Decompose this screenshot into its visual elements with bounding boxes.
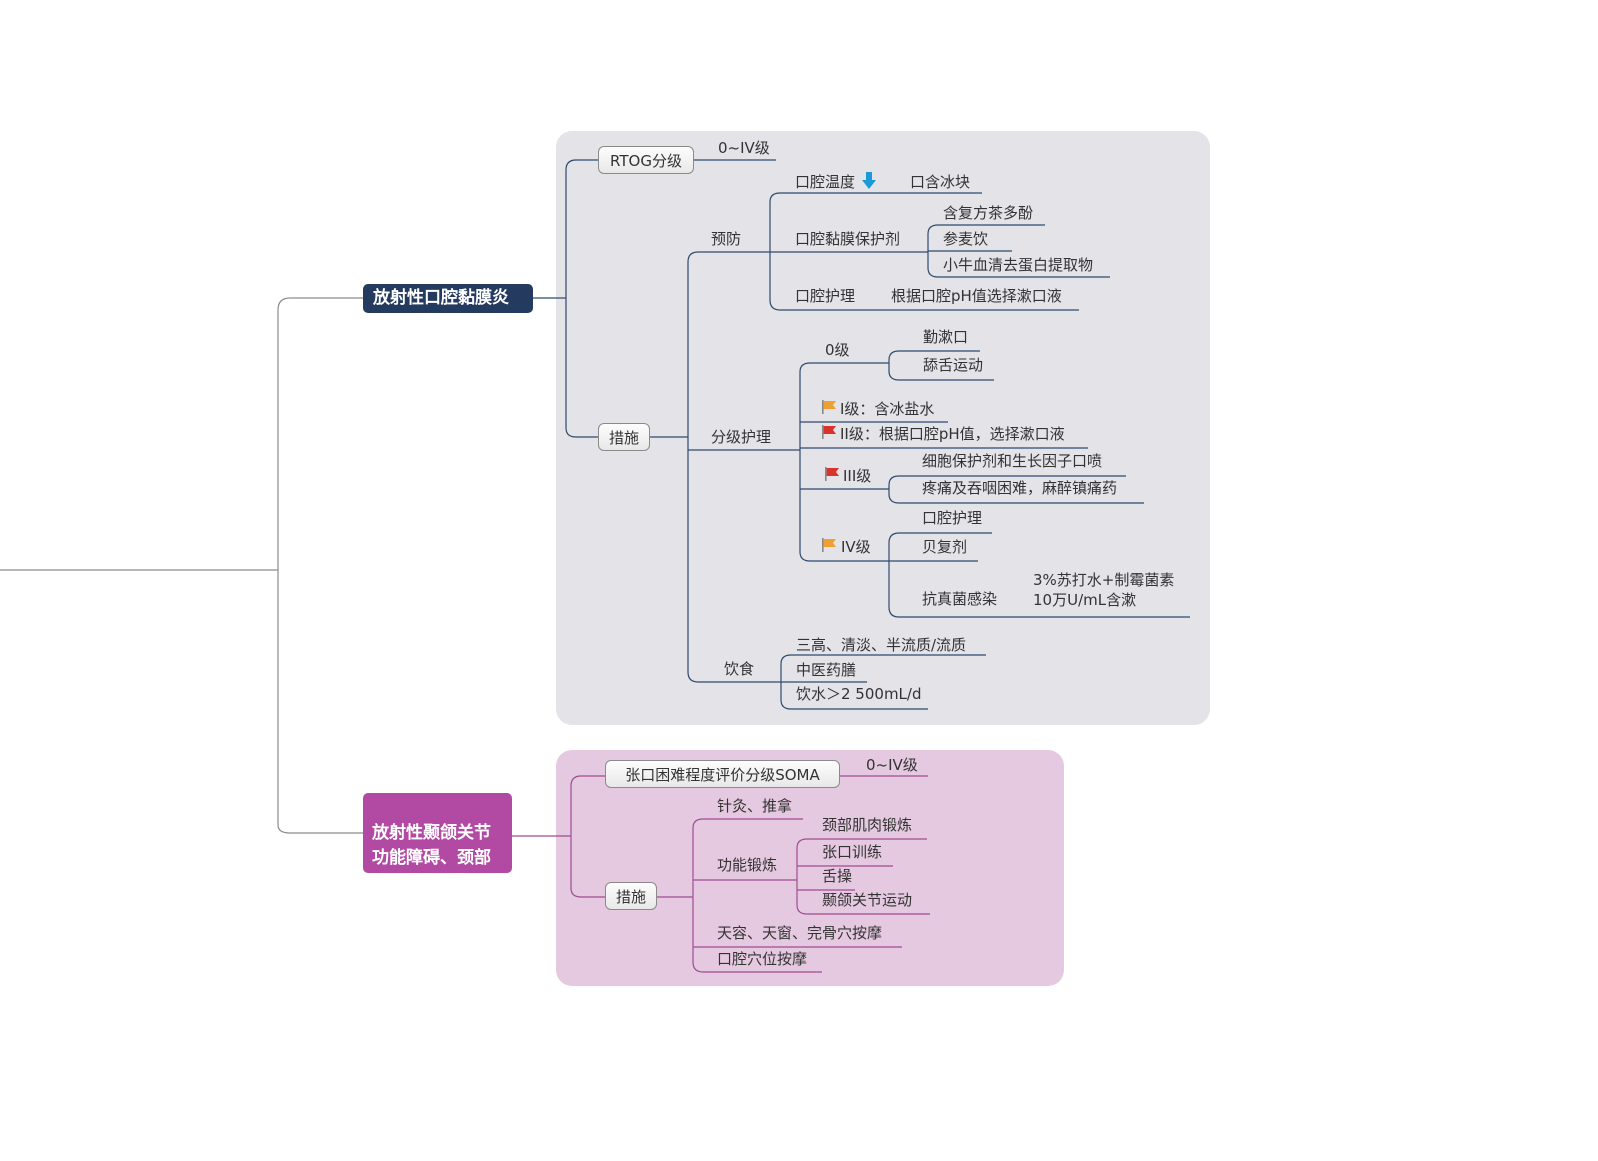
oral-acupoint-massage-text: 口腔穴位按摩 bbox=[717, 950, 808, 968]
diet-item: 饮水＞2 500mL/d bbox=[796, 685, 922, 703]
topic2-central-node[interactable]: 放射性颞颌关节 功能障碍、颈部 强直 bbox=[363, 793, 512, 893]
protectant-item: 含复方茶多酚 bbox=[943, 204, 1034, 222]
oral-care-detail: 根据口腔pH值选择漱口液 bbox=[891, 287, 1062, 305]
diet-label: 饮食 bbox=[724, 660, 755, 678]
soma-label: 张口困难程度评价分级SOMA bbox=[625, 765, 820, 784]
grade2-label: II级：根据口腔pH值，选择漱口液 bbox=[840, 425, 1065, 443]
topic1-connectors bbox=[531, 159, 1190, 710]
red-flag-icon bbox=[825, 467, 839, 481]
topic2-label: 放射性颞颌关节 功能障碍、颈部 强直 bbox=[372, 823, 491, 893]
topic1-central-node[interactable]: 放射性口腔黏膜炎 bbox=[363, 284, 533, 313]
antifungal-detail: 3%苏打水+制霉菌素 10万U/mL含漱 bbox=[1033, 571, 1175, 609]
grade4-item: 贝复剂 bbox=[922, 538, 968, 556]
topic1-label: 放射性口腔黏膜炎 bbox=[373, 288, 509, 308]
arrow-down-icon bbox=[862, 172, 876, 189]
oral-temp-label: 口腔温度 bbox=[795, 173, 856, 191]
orange-flag-icon bbox=[822, 400, 836, 414]
grade1-label: I级：含冰盐水 bbox=[840, 400, 935, 418]
soma-node[interactable]: 张口困难程度评价分级SOMA bbox=[605, 760, 840, 788]
topic1-measures-label: 措施 bbox=[608, 428, 639, 447]
diet-item: 中医药膳 bbox=[796, 661, 857, 679]
exercise-item: 张口训练 bbox=[822, 843, 883, 861]
diet-item: 三高、清淡、半流质/流质 bbox=[796, 636, 967, 654]
grade3-item: 疼痛及吞咽困难，麻醉镇痛药 bbox=[922, 479, 1118, 497]
protectant-item: 参麦饮 bbox=[943, 230, 989, 248]
protectant-item: 小牛血清去蛋白提取物 bbox=[943, 256, 1094, 274]
oral-care-label: 口腔护理 bbox=[795, 287, 856, 305]
antifungal-label: 抗真菌感染 bbox=[922, 590, 998, 608]
exercise-item: 颞颌关节运动 bbox=[822, 891, 913, 909]
graded-care-label: 分级护理 bbox=[711, 428, 772, 446]
orange-flag-icon bbox=[822, 538, 836, 552]
exercise-item: 颈部肌肉锻炼 bbox=[822, 816, 913, 834]
massage-text: 天容、天窗、完骨穴按摩 bbox=[717, 924, 883, 942]
topic2-measures-label: 措施 bbox=[615, 887, 646, 906]
rtog-value: 0~IV级 bbox=[718, 139, 770, 157]
exercise-label: 功能锻炼 bbox=[717, 856, 778, 874]
grade4-item: 口腔护理 bbox=[922, 509, 983, 527]
grade0-label: 0级 bbox=[825, 341, 850, 359]
topic1-measures-node[interactable]: 措施 bbox=[598, 423, 650, 451]
ice-cube-text: 口含冰块 bbox=[910, 173, 971, 191]
red-flag-icon bbox=[822, 425, 836, 439]
rtog-node[interactable]: RTOG分级 bbox=[598, 146, 694, 174]
rtog-label: RTOG分级 bbox=[610, 151, 682, 170]
topic2-measures-node[interactable]: 措施 bbox=[605, 882, 657, 910]
topic1-panel bbox=[556, 131, 1210, 725]
exercise-item: 舌操 bbox=[822, 867, 853, 885]
grade0-item: 勤漱口 bbox=[923, 328, 969, 346]
mucosal-protectant-label: 口腔黏膜保护剂 bbox=[795, 230, 901, 248]
grade0-item: 舔舌运动 bbox=[923, 356, 984, 374]
soma-value: 0~IV级 bbox=[866, 756, 918, 774]
grade4-label: IV级 bbox=[841, 538, 871, 556]
grade3-label: III级 bbox=[843, 467, 872, 485]
prevention-label: 预防 bbox=[711, 230, 742, 248]
grade3-item: 细胞保护剂和生长因子口喷 bbox=[922, 452, 1103, 470]
root-connectors bbox=[0, 297, 363, 834]
topic2-connectors bbox=[512, 775, 930, 973]
acupuncture-text: 针灸、推拿 bbox=[717, 797, 793, 815]
